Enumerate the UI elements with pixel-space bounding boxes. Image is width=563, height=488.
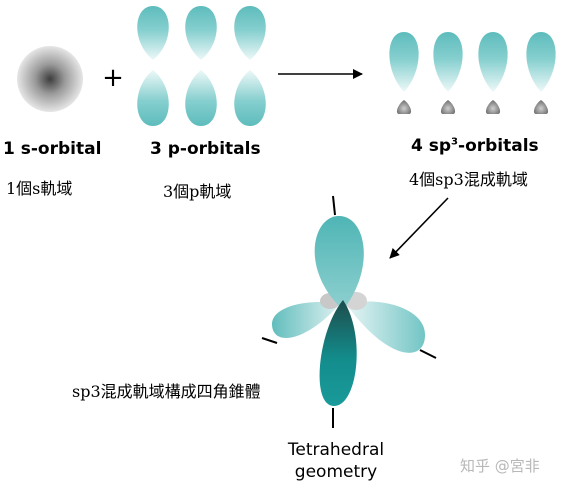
sp3-orbital-4: [526, 32, 556, 114]
sp3-orbital-3: [478, 32, 508, 114]
tetrahedral-lobe-right: [346, 301, 426, 353]
sp3-orbitals-label-zh: 4個sp3混成軌域: [409, 170, 528, 189]
tetrahedral-caption-zh: sp3混成軌域構成四角錐體: [72, 382, 261, 401]
axis-tick-right: [419, 349, 437, 359]
p-orbitals-label-zh: 3個p軌域: [163, 182, 232, 201]
p-orbital-2: [185, 6, 217, 126]
tetrahedral-lobe-top: [314, 216, 364, 310]
sp3-orbital-2: [433, 32, 463, 114]
hybridization-arrow: [389, 197, 449, 259]
watermark: 知乎 @宮非: [460, 457, 540, 475]
sp3-orbitals-label: 4 sp3-orbitals: [411, 136, 539, 156]
tetrahedral-lobe-bottom: [319, 300, 357, 406]
axis-tick-top: [332, 195, 336, 216]
p-orbital-1: [137, 6, 169, 126]
tetrahedral-label-line1: Tetrahedral: [287, 440, 385, 460]
sp3-orbital-1: [389, 32, 419, 114]
tetrahedral-label-line2: geometry: [294, 462, 378, 482]
p-orbitals-label: 3 p-orbitals: [150, 139, 261, 159]
axis-tick-left: [261, 337, 278, 344]
s-orbital-label: 1 s-orbital: [3, 139, 102, 159]
plus-sign: +: [102, 63, 124, 93]
s-orbital-sphere: [17, 46, 83, 112]
tetrahedral-lobe-left: [272, 302, 340, 338]
s-orbital-label-zh: 1個s軌域: [6, 179, 73, 198]
p-orbital-3: [234, 6, 266, 126]
tetrahedral-structure: [261, 195, 437, 428]
